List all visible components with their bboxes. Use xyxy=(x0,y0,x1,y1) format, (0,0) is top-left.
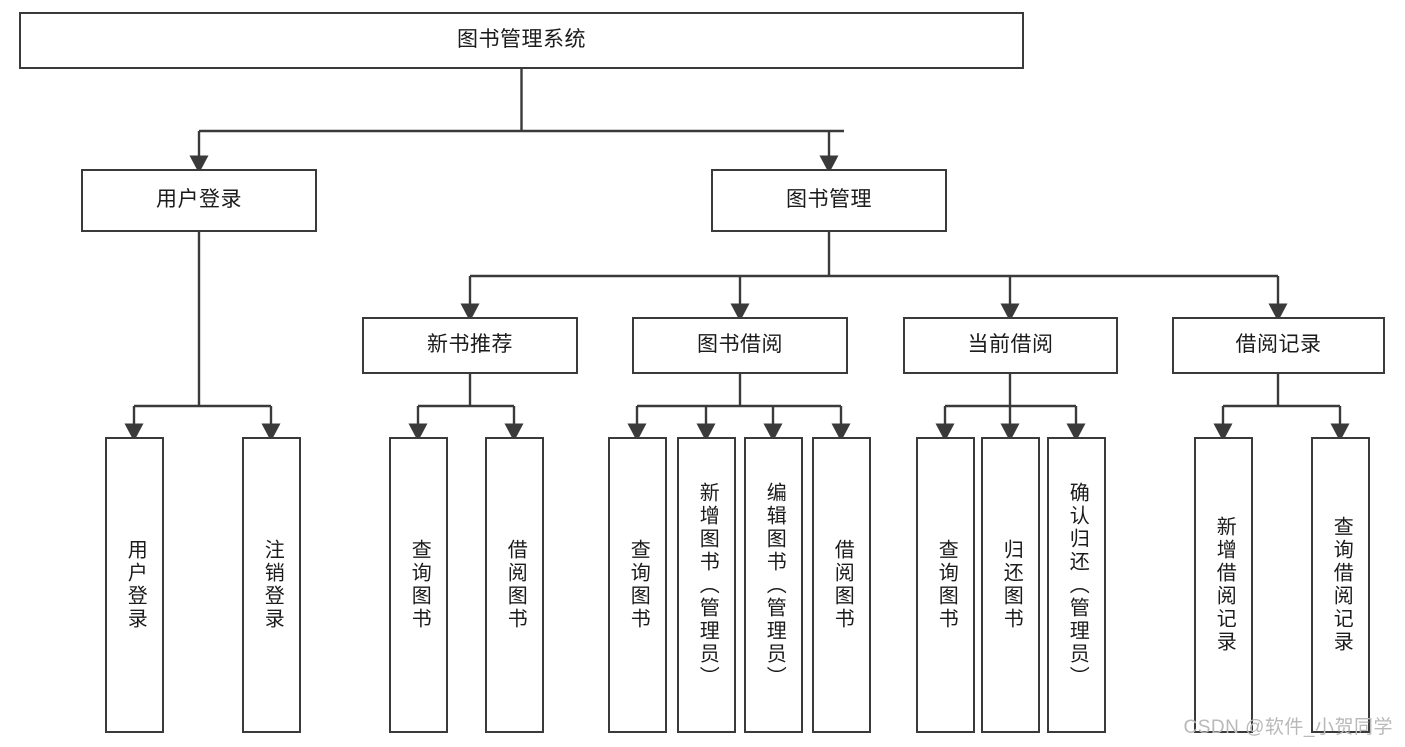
node-new-book-recommend-label: 新书推荐 xyxy=(427,333,513,357)
leaf-logout-label: 注销登录 xyxy=(261,539,284,631)
leaf-add-book-admin[interactable]: 新增图书（管理员） xyxy=(677,437,736,733)
leaf-query-borrow-record-label: 查询借阅记录 xyxy=(1330,516,1353,654)
watermark: CSDN @软件_小贺同学 xyxy=(1183,717,1393,738)
node-new-book-recommend[interactable]: 新书推荐 xyxy=(362,317,578,374)
node-book-management[interactable]: 图书管理 xyxy=(711,169,947,232)
leaf-add-book-admin-label: 新增图书（管理员） xyxy=(696,481,719,689)
node-current-borrow[interactable]: 当前借阅 xyxy=(903,317,1118,374)
leaf-query-book-current[interactable]: 查询图书 xyxy=(916,437,975,733)
node-user-login[interactable]: 用户登录 xyxy=(81,169,317,232)
leaf-confirm-return-admin[interactable]: 确认归还（管理员） xyxy=(1047,437,1106,733)
leaf-query-book-recommend[interactable]: 查询图书 xyxy=(389,437,448,733)
leaf-user-login[interactable]: 用户登录 xyxy=(105,437,164,733)
leaf-confirm-return-admin-label: 确认归还（管理员） xyxy=(1066,481,1089,689)
node-borrow-record-label: 借阅记录 xyxy=(1235,333,1322,357)
node-user-login-label: 用户登录 xyxy=(156,188,242,212)
leaf-edit-book-admin-label: 编辑图书（管理员） xyxy=(763,481,786,689)
leaf-return-book[interactable]: 归还图书 xyxy=(981,437,1040,733)
leaf-add-borrow-record-label: 新增借阅记录 xyxy=(1213,516,1236,654)
leaf-logout[interactable]: 注销登录 xyxy=(242,437,301,733)
node-book-borrow[interactable]: 图书借阅 xyxy=(632,317,848,374)
leaf-query-borrow-record[interactable]: 查询借阅记录 xyxy=(1311,437,1370,733)
leaf-query-book-recommend-label: 查询图书 xyxy=(408,539,431,631)
leaf-query-book-borrow-label: 查询图书 xyxy=(627,539,650,631)
node-current-borrow-label: 当前借阅 xyxy=(967,333,1054,357)
node-book-management-label: 图书管理 xyxy=(786,188,872,212)
leaf-borrow-book-recommend[interactable]: 借阅图书 xyxy=(485,437,544,733)
node-borrow-record[interactable]: 借阅记录 xyxy=(1172,317,1385,374)
leaf-borrow-book-recommend-label: 借阅图书 xyxy=(504,539,527,631)
leaf-edit-book-admin[interactable]: 编辑图书（管理员） xyxy=(744,437,803,733)
leaf-borrow-book[interactable]: 借阅图书 xyxy=(812,437,871,733)
node-root[interactable]: 图书管理系统 xyxy=(19,12,1024,69)
leaf-add-borrow-record[interactable]: 新增借阅记录 xyxy=(1194,437,1253,733)
node-root-label: 图书管理系统 xyxy=(457,28,586,52)
leaf-user-login-label: 用户登录 xyxy=(124,539,147,631)
leaf-query-book-borrow[interactable]: 查询图书 xyxy=(608,437,667,733)
leaf-return-book-label: 归还图书 xyxy=(1000,539,1023,631)
leaf-borrow-book-label: 借阅图书 xyxy=(831,539,854,631)
leaf-query-book-current-label: 查询图书 xyxy=(935,539,958,631)
node-book-borrow-label: 图书借阅 xyxy=(697,333,783,357)
